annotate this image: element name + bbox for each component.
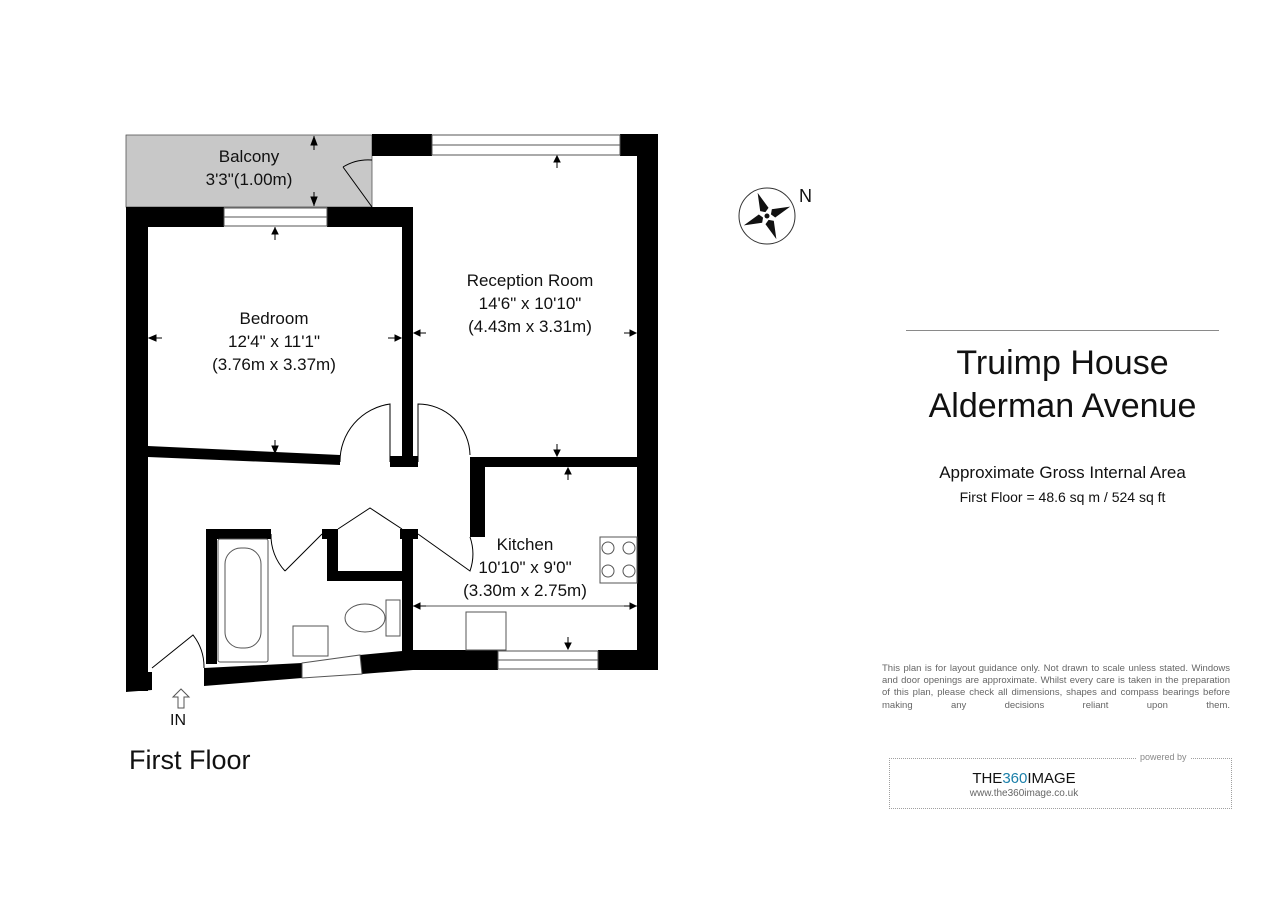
area-caption: Approximate Gross Internal Area xyxy=(939,463,1186,482)
kitchen-dims-imperial: 10'10" x 9'0" xyxy=(478,558,571,577)
area-value: First Floor = 48.6 sq m / 524 sq ft xyxy=(959,489,1166,505)
walls xyxy=(126,134,658,692)
balcony-dims: 3'3"(1.00m) xyxy=(206,170,293,189)
brand-name-number: 360 xyxy=(1002,770,1028,787)
fixtures xyxy=(217,536,638,663)
dimension-arrows xyxy=(147,135,638,651)
bedroom-name: Bedroom xyxy=(240,309,309,328)
brand-name-prefix: THE xyxy=(972,770,1003,787)
bedroom-dims-imperial: 12'4" x 11'1" xyxy=(228,332,320,351)
kitchen-name: Kitchen xyxy=(497,535,554,554)
title-divider xyxy=(906,330,1219,331)
doors xyxy=(151,159,474,669)
brand-logo: THE360IMAGE xyxy=(889,770,1159,787)
reception-name: Reception Room xyxy=(467,271,594,290)
property-title-line2: Alderman Avenue xyxy=(928,387,1197,425)
branding-box xyxy=(889,758,1232,809)
brand-name-suffix: IMAGE xyxy=(1027,770,1076,787)
floor-label: First Floor xyxy=(129,745,251,775)
property-title: Truimp House Alderman Avenue xyxy=(906,342,1219,428)
balcony-name: Balcony xyxy=(219,147,280,166)
compass-icon xyxy=(738,187,796,245)
entrance-label: IN xyxy=(170,712,186,729)
kitchen-dims-metric: (3.30m x 2.75m) xyxy=(463,581,587,600)
bedroom-dims-metric: (3.76m x 3.37m) xyxy=(212,355,336,374)
reception-dims-imperial: 14'6" x 10'10" xyxy=(479,294,582,313)
brand-url: www.the360image.co.uk xyxy=(969,788,1079,799)
disclaimer-text: This plan is for layout guidance only. N… xyxy=(882,663,1230,711)
property-title-line1: Truimp House xyxy=(956,344,1169,382)
north-label: N xyxy=(799,186,812,206)
entrance-arrow-icon xyxy=(171,688,191,709)
windows xyxy=(223,134,621,679)
reception-dims-metric: (4.43m x 3.31m) xyxy=(468,317,592,336)
powered-by-label: powered by xyxy=(1137,752,1190,762)
balcony-area xyxy=(125,134,373,208)
